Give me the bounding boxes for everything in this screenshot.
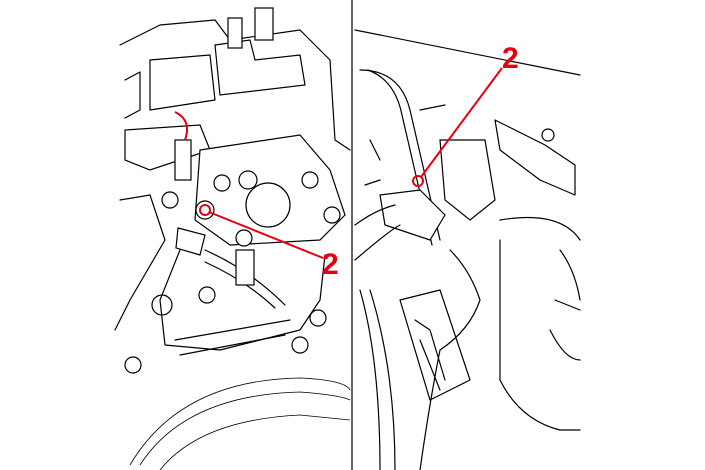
callout-label-left: 2 — [322, 248, 339, 281]
callout-leader-right — [412, 67, 503, 187]
callout-label-right: 2 — [502, 42, 519, 75]
right-panel-drawing — [354, 29, 581, 470]
left-panel-drawing — [114, 7, 351, 470]
callout-leader-left — [199, 204, 324, 259]
